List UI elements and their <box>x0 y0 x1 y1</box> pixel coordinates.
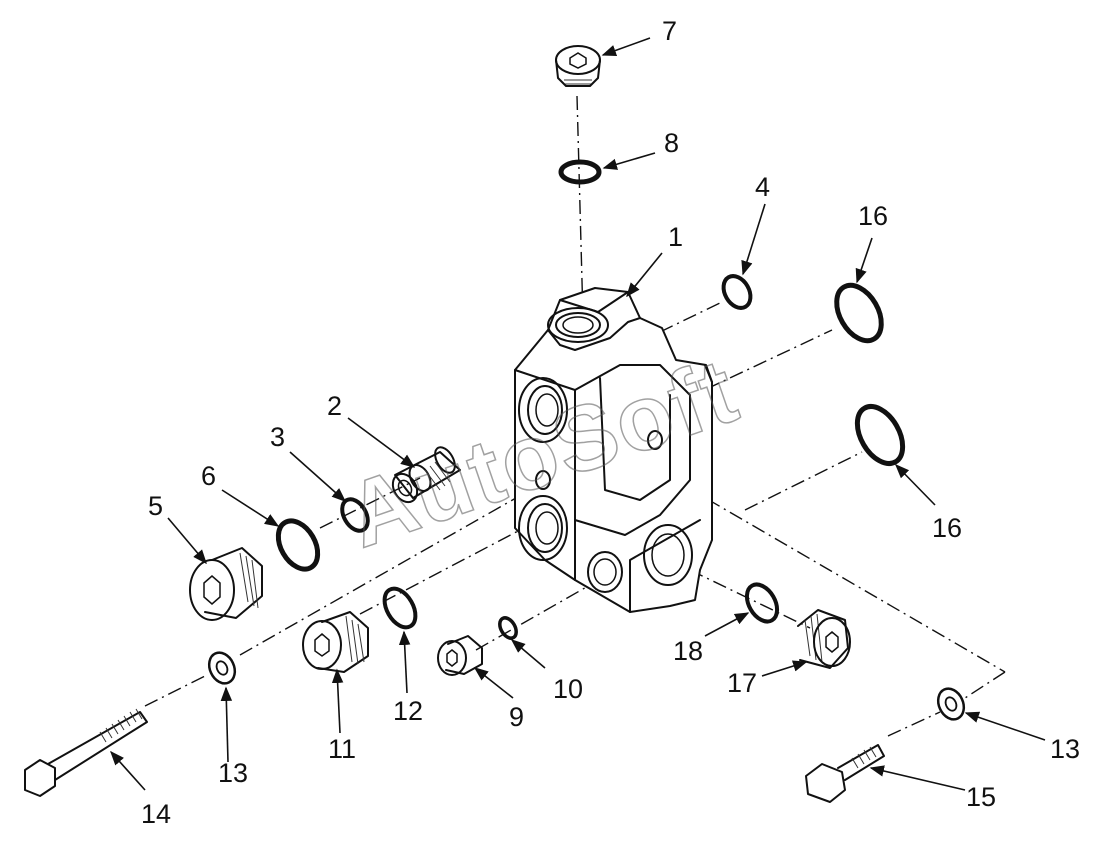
valve-body-block <box>514 287 713 613</box>
plug-part-7 <box>555 45 601 87</box>
callout-9: 9 <box>509 702 524 732</box>
callout-14: 14 <box>141 799 171 829</box>
o-ring-part-18 <box>744 582 780 624</box>
o-ring-part-8 <box>558 159 602 185</box>
o-ring-part-10 <box>498 616 518 640</box>
bolt-part-15 <box>805 744 885 803</box>
callout-16-lower: 16 <box>932 513 962 543</box>
callout-8: 8 <box>664 128 679 158</box>
plug-part-11 <box>302 611 369 673</box>
callout-16-upper: 16 <box>858 201 888 231</box>
o-ring-part-6 <box>275 518 321 572</box>
o-ring-part-4 <box>721 274 753 310</box>
washer-part-13-right <box>936 687 966 721</box>
callout-11: 11 <box>328 734 356 764</box>
callout-labels: 7 8 1 4 16 16 2 3 6 5 13 11 12 9 10 14 1… <box>141 16 1080 829</box>
callout-7: 7 <box>662 16 677 46</box>
cartridge-part-2 <box>391 446 461 504</box>
callout-4: 4 <box>755 172 770 202</box>
callout-2: 2 <box>327 391 342 421</box>
callout-1: 1 <box>668 222 683 252</box>
o-ring-part-12 <box>382 586 418 630</box>
o-ring-part-16-lower <box>854 404 906 466</box>
o-ring-part-16-upper <box>834 282 884 344</box>
callout-13-right: 13 <box>1050 734 1080 764</box>
o-ring-part-3 <box>340 497 370 533</box>
callout-3: 3 <box>270 422 285 452</box>
callout-6: 6 <box>201 461 216 491</box>
washer-part-13-left <box>207 651 237 685</box>
callout-18: 18 <box>673 636 703 666</box>
callout-10: 10 <box>553 674 583 704</box>
callout-15: 15 <box>966 782 996 812</box>
plug-part-9 <box>437 635 483 676</box>
bolt-part-14 <box>24 708 148 797</box>
plug-part-17 <box>797 609 851 669</box>
callout-5: 5 <box>148 491 163 521</box>
leader-lines <box>110 37 1046 791</box>
callout-13-left: 13 <box>218 758 248 788</box>
plug-part-5 <box>189 547 263 621</box>
callout-12: 12 <box>393 696 423 726</box>
callout-17: 17 <box>727 668 757 698</box>
